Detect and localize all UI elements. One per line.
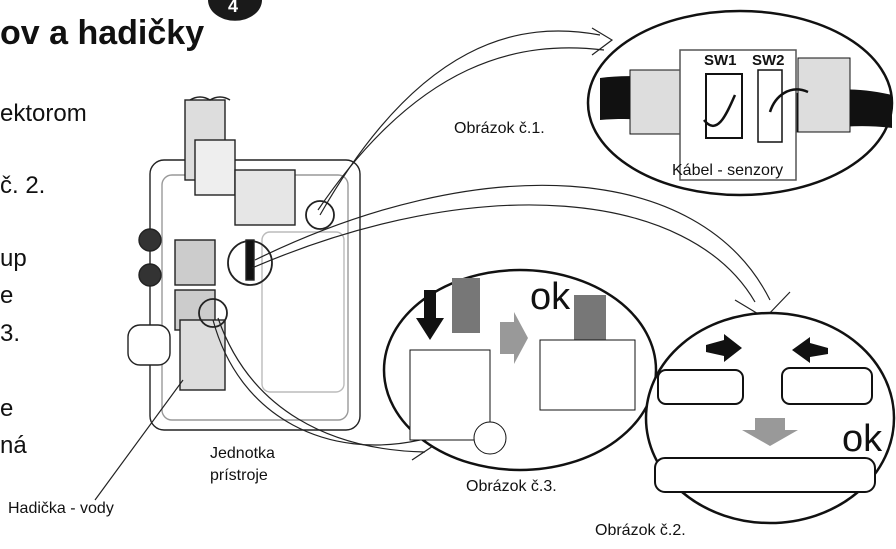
ok-figure-2: ok (842, 418, 883, 460)
figure-2-label: Obrázok č.2. (595, 522, 686, 539)
left-text-line-3: up (0, 245, 27, 272)
sw1-label: SW1 (704, 52, 737, 69)
water-hose-label: Hadička - vody (8, 500, 114, 517)
hose-leader-line (94, 379, 184, 501)
left-text-line-7: ná (0, 432, 27, 459)
page-title: ov a hadičky (0, 14, 205, 52)
figure-3-bubble (382, 268, 658, 472)
ok-figure-3: ok (530, 276, 571, 318)
figure-3-label: Obrázok č.3. (466, 478, 557, 495)
left-text-line-6: e (0, 395, 14, 422)
sw2-label: SW2 (752, 52, 785, 69)
step-number: 4 (228, 0, 239, 16)
step-badge (208, 0, 262, 21)
device-unit-label-line-1: Jednotka (210, 445, 275, 462)
figure-2-bubble (644, 311, 896, 525)
device-unit-label-line-2: prístroje (210, 467, 268, 484)
left-text-line-5: 3. (0, 320, 21, 347)
figure-1-bubble (586, 9, 894, 197)
left-text-line-2: č. 2. (0, 172, 46, 199)
left-text-line-1: ektorom (0, 100, 87, 127)
left-text-line-4: e (0, 282, 14, 309)
cable-sensors-label: Kábel - senzory (672, 162, 784, 179)
figure-1-label: Obrázok č.1. (454, 120, 545, 137)
device-unit (127, 96, 361, 431)
